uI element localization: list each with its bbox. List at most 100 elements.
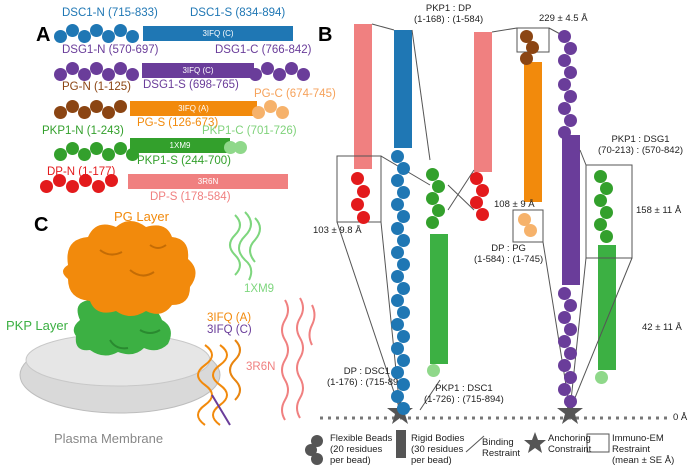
dp-pg-annotation: DP : PG (1-584) : (1-745): [474, 243, 543, 265]
pkp1-c-label: PKP1-C (701-726): [202, 125, 297, 137]
pkp1-n-label: PKP1-N (1-243): [42, 125, 124, 137]
bead: [397, 210, 410, 223]
pkp1-s-label: PKP1-S (244-700): [137, 155, 231, 167]
legend-anchor-text: Anchoring Constraint: [548, 433, 591, 455]
bead: [40, 180, 53, 193]
bead: [426, 168, 439, 181]
bead: [564, 299, 577, 312]
bead: [114, 100, 127, 113]
bead: [92, 180, 105, 193]
bead: [78, 106, 91, 119]
dsc1-rigid-bar: 3IFQ (C): [143, 26, 293, 41]
bead: [66, 24, 79, 37]
bead: [518, 213, 531, 226]
bead: [391, 390, 404, 403]
legend-immuno-line: Immuno-EM: [612, 433, 664, 444]
bead: [90, 100, 103, 113]
bead: [391, 246, 404, 259]
bead: [391, 270, 404, 283]
distance-42: 42 ± 11 Å: [642, 322, 682, 333]
dsg1-s-label: DSG1-S (698-765): [143, 79, 239, 91]
bead: [66, 62, 79, 75]
bead: [558, 126, 571, 139]
bead: [252, 106, 265, 119]
dsg1-n-label: DSG1-N (570-697): [62, 44, 159, 56]
bead: [102, 30, 115, 43]
bead: [520, 30, 533, 43]
legend-rigid-line: (30 residues: [411, 444, 464, 455]
legend-immuno-line: Restraint: [612, 444, 651, 455]
legend-beads-line: per bead): [330, 455, 371, 466]
bead: [391, 342, 404, 355]
pg-rigid-bar: 3IFQ (A): [130, 101, 257, 116]
legend-bead-icon: [305, 444, 317, 456]
binding-line: [371, 23, 395, 31]
legend-binding-text: Binding Restraint: [482, 437, 520, 459]
bead: [90, 62, 103, 75]
dp-rigid-mid: [474, 32, 492, 172]
bead: [594, 218, 607, 231]
bead: [126, 148, 139, 161]
pkp-layer-detail: [109, 329, 161, 350]
pkp1-dsc1-ranges: (1-726) : (715-894): [424, 394, 504, 405]
bead: [351, 198, 364, 211]
legend-binding-line: Binding: [482, 437, 514, 448]
legend-rigid-text: Rigid Bodies (30 residues per bead): [411, 433, 464, 466]
bead: [102, 68, 115, 81]
bead: [564, 66, 577, 79]
bead: [261, 62, 274, 75]
bead: [397, 354, 410, 367]
pg-rigid: [524, 62, 542, 202]
pkp1-dp-annotation: PKP1 : DP (1-168) : (1-584): [414, 3, 483, 25]
bead: [54, 68, 67, 81]
bead: [234, 141, 247, 154]
bead: [273, 68, 286, 81]
bead: [357, 211, 370, 224]
plasma-membrane-label: Plasma Membrane: [54, 431, 164, 446]
legend-anchor-line: Anchoring: [548, 433, 591, 444]
bead: [66, 142, 79, 155]
bead: [397, 282, 410, 295]
bead: [594, 170, 607, 183]
pdb-3r6n-structure: [281, 297, 316, 421]
bead: [432, 204, 445, 217]
bead: [558, 78, 571, 91]
bead: [595, 371, 608, 384]
bead: [524, 224, 537, 237]
bead: [470, 196, 483, 209]
bead: [397, 378, 410, 391]
legend-beads-line: Flexible Beads: [330, 433, 393, 444]
bead: [564, 114, 577, 127]
pkp1-dsc1-annotation: PKP1 : DSC1 (1-726) : (715-894): [424, 383, 504, 405]
bead: [391, 150, 404, 163]
pkp1-dsg1-names: PKP1 : DSG1: [611, 134, 670, 145]
bead: [54, 106, 67, 119]
distance-229: 229 ± 4.5 Å: [539, 13, 588, 24]
dsg1-rigid: [562, 135, 580, 285]
bead: [79, 174, 92, 187]
dsc1-s-label: DSC1-S (834-894): [190, 7, 286, 19]
distance-103: 103 ± 9.8 Å: [313, 225, 362, 236]
bead: [391, 318, 404, 331]
bead: [351, 172, 364, 185]
bead: [564, 395, 577, 408]
pdb-1xm9-label: 1XM9: [244, 283, 275, 295]
pg-layer-shape: [63, 221, 196, 316]
bead: [594, 194, 607, 207]
bead: [391, 198, 404, 211]
bead: [297, 68, 310, 81]
bead: [391, 222, 404, 235]
bead: [90, 24, 103, 37]
legend-binding-icon: [465, 435, 485, 453]
dp-pg-names: DP : PG: [491, 243, 526, 254]
immuno-box-dsg1: [585, 164, 633, 259]
pkp1-dp-names: PKP1 : DP: [425, 3, 472, 14]
bead: [558, 30, 571, 43]
anchor-star-right: [557, 398, 583, 424]
pdb-1xm9-structure: [229, 211, 261, 281]
dp-dsc1-annotation: DP : DSC1 (1-176) : (715-894): [327, 366, 407, 388]
bead: [102, 148, 115, 161]
distance-158: 158 ± 11 Å: [636, 205, 682, 216]
pg-layer-label: PG Layer: [114, 209, 169, 224]
pdb-3r6n-label: 3R6N: [246, 361, 276, 373]
